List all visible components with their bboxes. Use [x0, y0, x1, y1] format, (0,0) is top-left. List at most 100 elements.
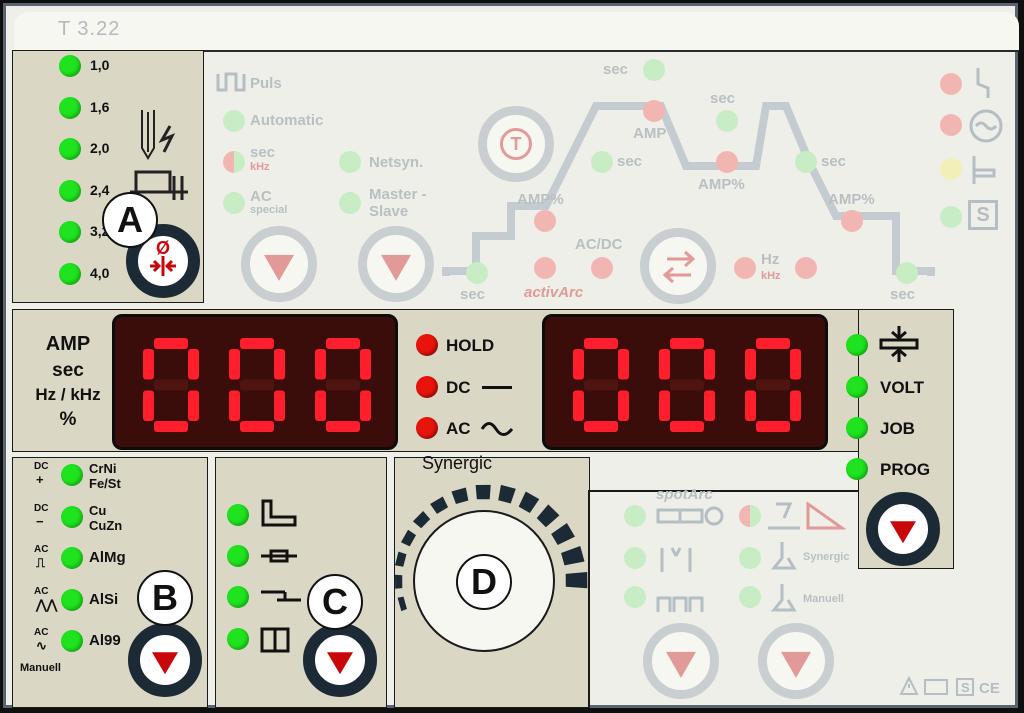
lap-joint-icon [261, 590, 301, 602]
unit-hz: Hz / kHz [35, 384, 101, 404]
segment-a [154, 338, 188, 349]
segment-g [240, 379, 274, 391]
plate-thickness-led [846, 334, 868, 356]
volt-label: VOLT [880, 378, 925, 397]
synergic-label: Synergic [422, 453, 493, 473]
prog-label: PROG [880, 460, 931, 479]
material-label: CrNi [89, 461, 117, 476]
unit-labels: AMP sec Hz / kHz % [12, 331, 124, 432]
ac-special-led [223, 192, 245, 214]
slave-label: Slave [369, 203, 409, 220]
spot-weld-icon [656, 506, 724, 526]
segment-c [618, 390, 629, 421]
segment-f [573, 349, 584, 380]
material-led-1 [61, 505, 83, 528]
diameter-label-2: 2,0 [90, 140, 110, 156]
dc-led [416, 376, 438, 398]
polarity-sign-icon: ⋀⋀ [36, 596, 58, 612]
segment-e [745, 390, 756, 421]
polarity-label: AC [34, 544, 49, 555]
segment-a [584, 338, 618, 349]
sec-khz-led [223, 151, 245, 173]
warning-led [940, 158, 962, 180]
segment-g [670, 379, 704, 391]
scale-mark [412, 510, 431, 529]
torch-manual-icon [770, 584, 797, 612]
segment-c [704, 390, 715, 421]
netsyn-led [339, 151, 361, 173]
material-label: AlSi [89, 590, 119, 608]
cycle-select-button[interactable] [640, 228, 716, 304]
segment-g [756, 379, 790, 391]
divider [588, 490, 590, 708]
amp-pct-label: AMP% [517, 191, 564, 208]
encoder-scale-svg [394, 484, 588, 612]
scale-mark [475, 484, 491, 500]
s-mark-icon: S [968, 200, 998, 230]
downslope-led [795, 151, 817, 173]
polarity-sign-icon: + [36, 472, 44, 487]
activarc-led [534, 257, 556, 279]
acdc-label: AC/DC [575, 236, 623, 253]
fillet-joint-icon [261, 499, 297, 527]
segment-c [360, 390, 371, 421]
joint-1-led [227, 504, 249, 526]
diameter-led-2 [59, 138, 81, 160]
frequency-led [734, 257, 756, 279]
polarity-label: DC [34, 502, 49, 514]
segment-f [143, 349, 154, 380]
start-amp-led [534, 210, 556, 232]
spotarc-led [624, 505, 646, 527]
divider [590, 490, 858, 492]
scale-mark [551, 522, 575, 546]
unit-sec: sec [52, 360, 84, 381]
cooling-led [940, 114, 962, 136]
material-led-3 [61, 588, 83, 611]
spotarc-label: spotArc [656, 486, 713, 503]
joint-3-led [227, 586, 249, 608]
ac-wave-icon [480, 422, 514, 436]
scale-mark [400, 529, 417, 547]
netsyn-select-button[interactable] [358, 226, 434, 302]
material-label: Cu [89, 502, 107, 518]
synergic-select-button[interactable] [758, 623, 834, 699]
joint-select-button[interactable] [303, 623, 377, 697]
unit-percent: % [59, 408, 77, 430]
diameter-symbol: Ø [156, 238, 171, 258]
segment-f [659, 349, 670, 380]
torch-mode-button[interactable]: T [478, 106, 554, 182]
torch-clamp-icon [128, 166, 190, 211]
sec-label: sec [460, 286, 486, 303]
amp-pct-label: AMP% [828, 191, 875, 208]
job-prog-select-button[interactable] [866, 492, 940, 566]
torch-synergic-icon [770, 542, 797, 570]
spotarc-mode-led [739, 505, 761, 527]
material-select-button[interactable] [128, 623, 202, 697]
segment-g [584, 379, 618, 391]
volt-led [846, 376, 868, 398]
end-amp-led [841, 210, 863, 232]
diameter-label-5: 4,0 [90, 264, 110, 281]
segment-d [240, 421, 274, 432]
segment-b [618, 349, 629, 380]
segment-f [315, 349, 326, 380]
job-led [846, 417, 868, 439]
diameter-led-5 [59, 262, 81, 285]
badge-b: B [137, 570, 193, 626]
edge-joint-icon [260, 627, 290, 653]
prog-led [846, 458, 868, 480]
segment-b [704, 349, 715, 380]
puls-select-button[interactable] [241, 226, 317, 302]
netsyn-label: Netsyn. [369, 154, 424, 171]
spotarc-select-button[interactable] [643, 623, 719, 699]
balance-led [795, 257, 817, 279]
scale-mark [394, 551, 407, 567]
diameter-label-0: 1,0 [90, 57, 110, 73]
scale-mark [518, 491, 540, 514]
scale-mark [561, 545, 585, 566]
ac-led [416, 417, 438, 439]
butt-joint-icon [261, 549, 297, 563]
sec-label: sec [821, 153, 847, 170]
special-label: special [250, 204, 288, 216]
